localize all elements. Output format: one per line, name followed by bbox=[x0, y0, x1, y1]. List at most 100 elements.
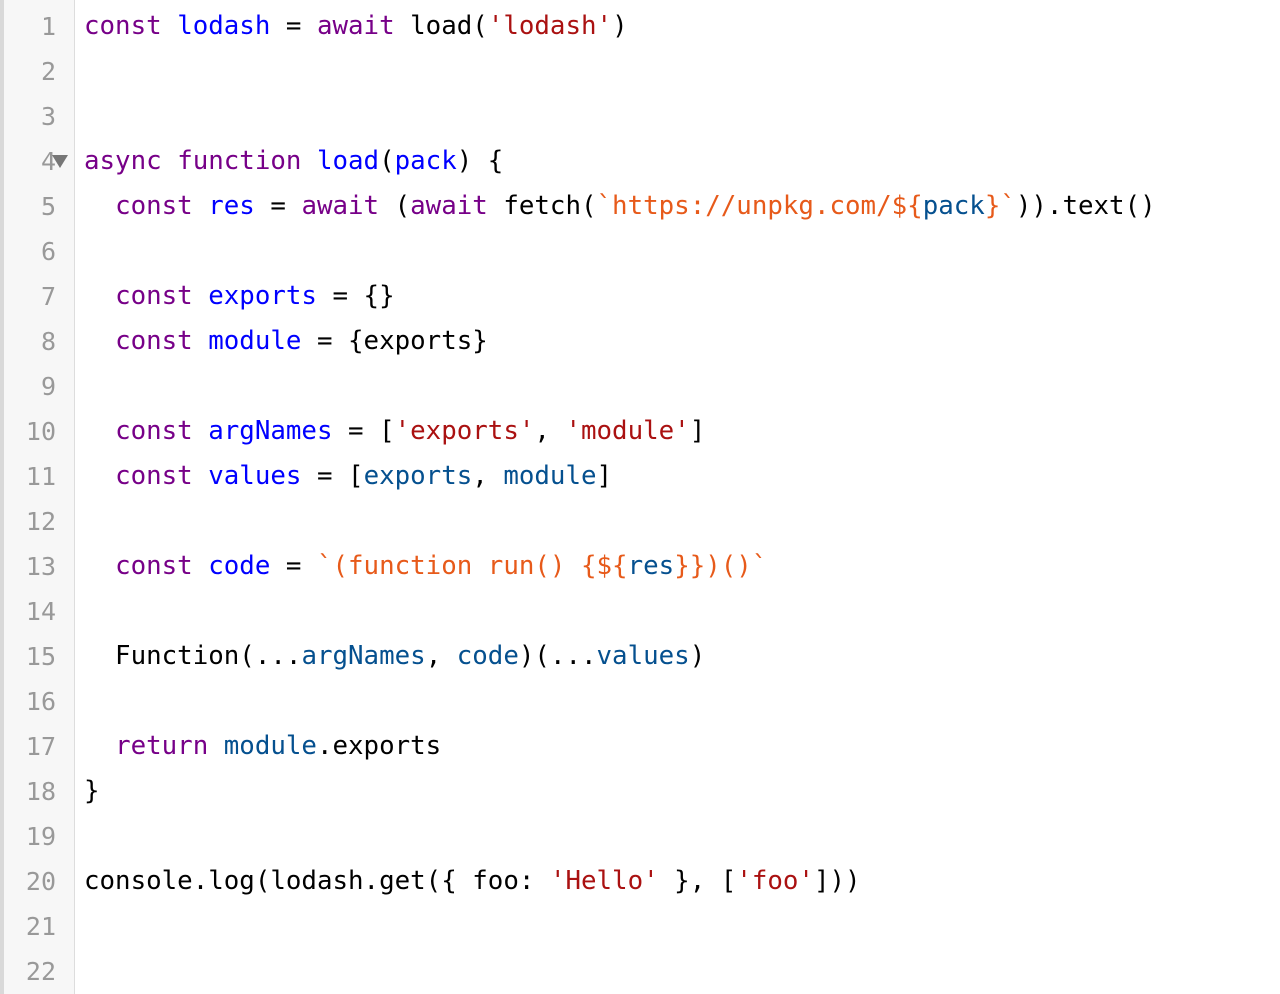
code-token: function bbox=[177, 146, 302, 176]
line-number: 4 bbox=[40, 147, 56, 176]
code-token bbox=[301, 146, 317, 176]
code-token bbox=[193, 326, 209, 356]
line-number: 15 bbox=[25, 642, 56, 671]
line-number: 16 bbox=[25, 687, 56, 716]
code-token bbox=[84, 281, 115, 311]
code-line[interactable]: 18} bbox=[0, 769, 1280, 814]
code-line[interactable]: 11 const values = [exports, module] bbox=[0, 454, 1280, 499]
code-token: ... bbox=[549, 641, 597, 671]
code-token: ( bbox=[379, 146, 395, 176]
code-line-text: async function load(pack) { bbox=[84, 139, 503, 184]
code-token: Function( bbox=[84, 641, 255, 671]
line-number: 22 bbox=[25, 957, 56, 986]
code-token: const bbox=[115, 191, 193, 221]
code-line[interactable]: 5 const res = await (await fetch(`https:… bbox=[0, 184, 1280, 229]
code-token bbox=[193, 551, 209, 581]
code-token: ) bbox=[612, 11, 628, 41]
code-line[interactable]: 16 bbox=[0, 679, 1280, 724]
code-line[interactable]: 7 const exports = {} bbox=[0, 274, 1280, 319]
code-token bbox=[84, 326, 115, 356]
code-token: const bbox=[115, 551, 193, 581]
code-token bbox=[193, 281, 209, 311]
code-line[interactable]: 14 bbox=[0, 589, 1280, 634]
line-number: 18 bbox=[25, 777, 56, 806]
code-token: ( bbox=[379, 191, 411, 221]
code-token: = {} bbox=[316, 281, 395, 311]
code-line[interactable]: 4 async function load(pack) { bbox=[0, 139, 1280, 184]
code-token bbox=[84, 551, 115, 581]
code-token: code bbox=[456, 641, 519, 671]
code-line[interactable]: 21 bbox=[0, 904, 1280, 949]
code-line[interactable]: 6 bbox=[0, 229, 1280, 274]
code-line[interactable]: 3 bbox=[0, 94, 1280, 139]
code-line[interactable]: 13 const code = `(function run() {${res}… bbox=[0, 544, 1280, 589]
code-line-text: const code = `(function run() {${res}})(… bbox=[84, 544, 767, 589]
code-line-text: const lodash = await load('lodash') bbox=[84, 4, 628, 49]
code-token: , bbox=[425, 641, 457, 671]
code-token bbox=[193, 191, 209, 221]
code-token: ])) bbox=[813, 866, 861, 896]
code-token: exports bbox=[208, 281, 317, 311]
code-token: 'Hello' bbox=[549, 866, 659, 896]
code-token: = [ bbox=[301, 461, 364, 491]
code-token: = {exports} bbox=[301, 326, 488, 356]
code-token: values bbox=[596, 641, 690, 671]
code-line[interactable]: 17 return module.exports bbox=[0, 724, 1280, 769]
line-number: 11 bbox=[25, 462, 56, 491]
code-token: pack bbox=[922, 191, 985, 221]
code-line-text: const argNames = ['exports', 'module'] bbox=[84, 409, 705, 454]
code-token: async bbox=[84, 146, 162, 176]
code-token: = [ bbox=[332, 416, 395, 446]
code-token bbox=[162, 146, 178, 176]
code-token: ] bbox=[689, 416, 706, 446]
line-number: 19 bbox=[25, 822, 56, 851]
code-token: , bbox=[472, 461, 504, 491]
code-line-text: } bbox=[84, 769, 100, 814]
code-line[interactable]: 15 Function(...argNames, code)(...values… bbox=[0, 634, 1280, 679]
code-token: lodash bbox=[177, 11, 271, 41]
code-token bbox=[193, 416, 209, 446]
code-token: )( bbox=[518, 641, 550, 671]
line-number: 14 bbox=[25, 597, 56, 626]
code-token: 'foo' bbox=[736, 866, 814, 896]
code-token: const bbox=[84, 11, 162, 41]
code-token: const bbox=[115, 326, 193, 356]
code-token: return bbox=[115, 731, 209, 761]
triangle-down-icon[interactable] bbox=[52, 155, 68, 168]
code-token bbox=[84, 731, 115, 761]
code-token: `(function run() {${ bbox=[316, 551, 628, 581]
code-token: await bbox=[316, 11, 395, 41]
code-token: 'exports' bbox=[394, 416, 535, 446]
line-number: 9 bbox=[40, 372, 56, 401]
code-token: 'lodash' bbox=[487, 11, 613, 41]
code-token: await bbox=[410, 191, 488, 221]
code-token: argNames bbox=[301, 641, 426, 671]
code-token: } bbox=[84, 776, 100, 806]
code-token: ) bbox=[689, 641, 706, 671]
code-line[interactable]: 22 bbox=[0, 949, 1280, 994]
code-line[interactable]: 9 bbox=[0, 364, 1280, 409]
code-line[interactable]: 2 bbox=[0, 49, 1280, 94]
code-token: res bbox=[627, 551, 675, 581]
line-number: 10 bbox=[25, 417, 56, 446]
code-line[interactable]: 8 const module = {exports} bbox=[0, 319, 1280, 364]
code-token bbox=[208, 731, 224, 761]
window-edge bbox=[0, 0, 4, 994]
line-number: 12 bbox=[25, 507, 56, 536]
code-line-text: const values = [exports, module] bbox=[84, 454, 612, 499]
code-line[interactable]: 19 bbox=[0, 814, 1280, 859]
code-line-text: Function(...argNames, code)(...values) bbox=[84, 634, 705, 679]
code-token: , bbox=[534, 416, 566, 446]
line-number: 20 bbox=[25, 867, 56, 896]
code-token bbox=[193, 461, 209, 491]
code-line[interactable]: 10 const argNames = ['exports', 'module'… bbox=[0, 409, 1280, 454]
code-line[interactable]: 12 bbox=[0, 499, 1280, 544]
code-token: `https://unpkg.com/${ bbox=[596, 191, 923, 221]
line-number: 13 bbox=[25, 552, 56, 581]
code-token: const bbox=[115, 281, 193, 311]
code-token bbox=[84, 416, 115, 446]
